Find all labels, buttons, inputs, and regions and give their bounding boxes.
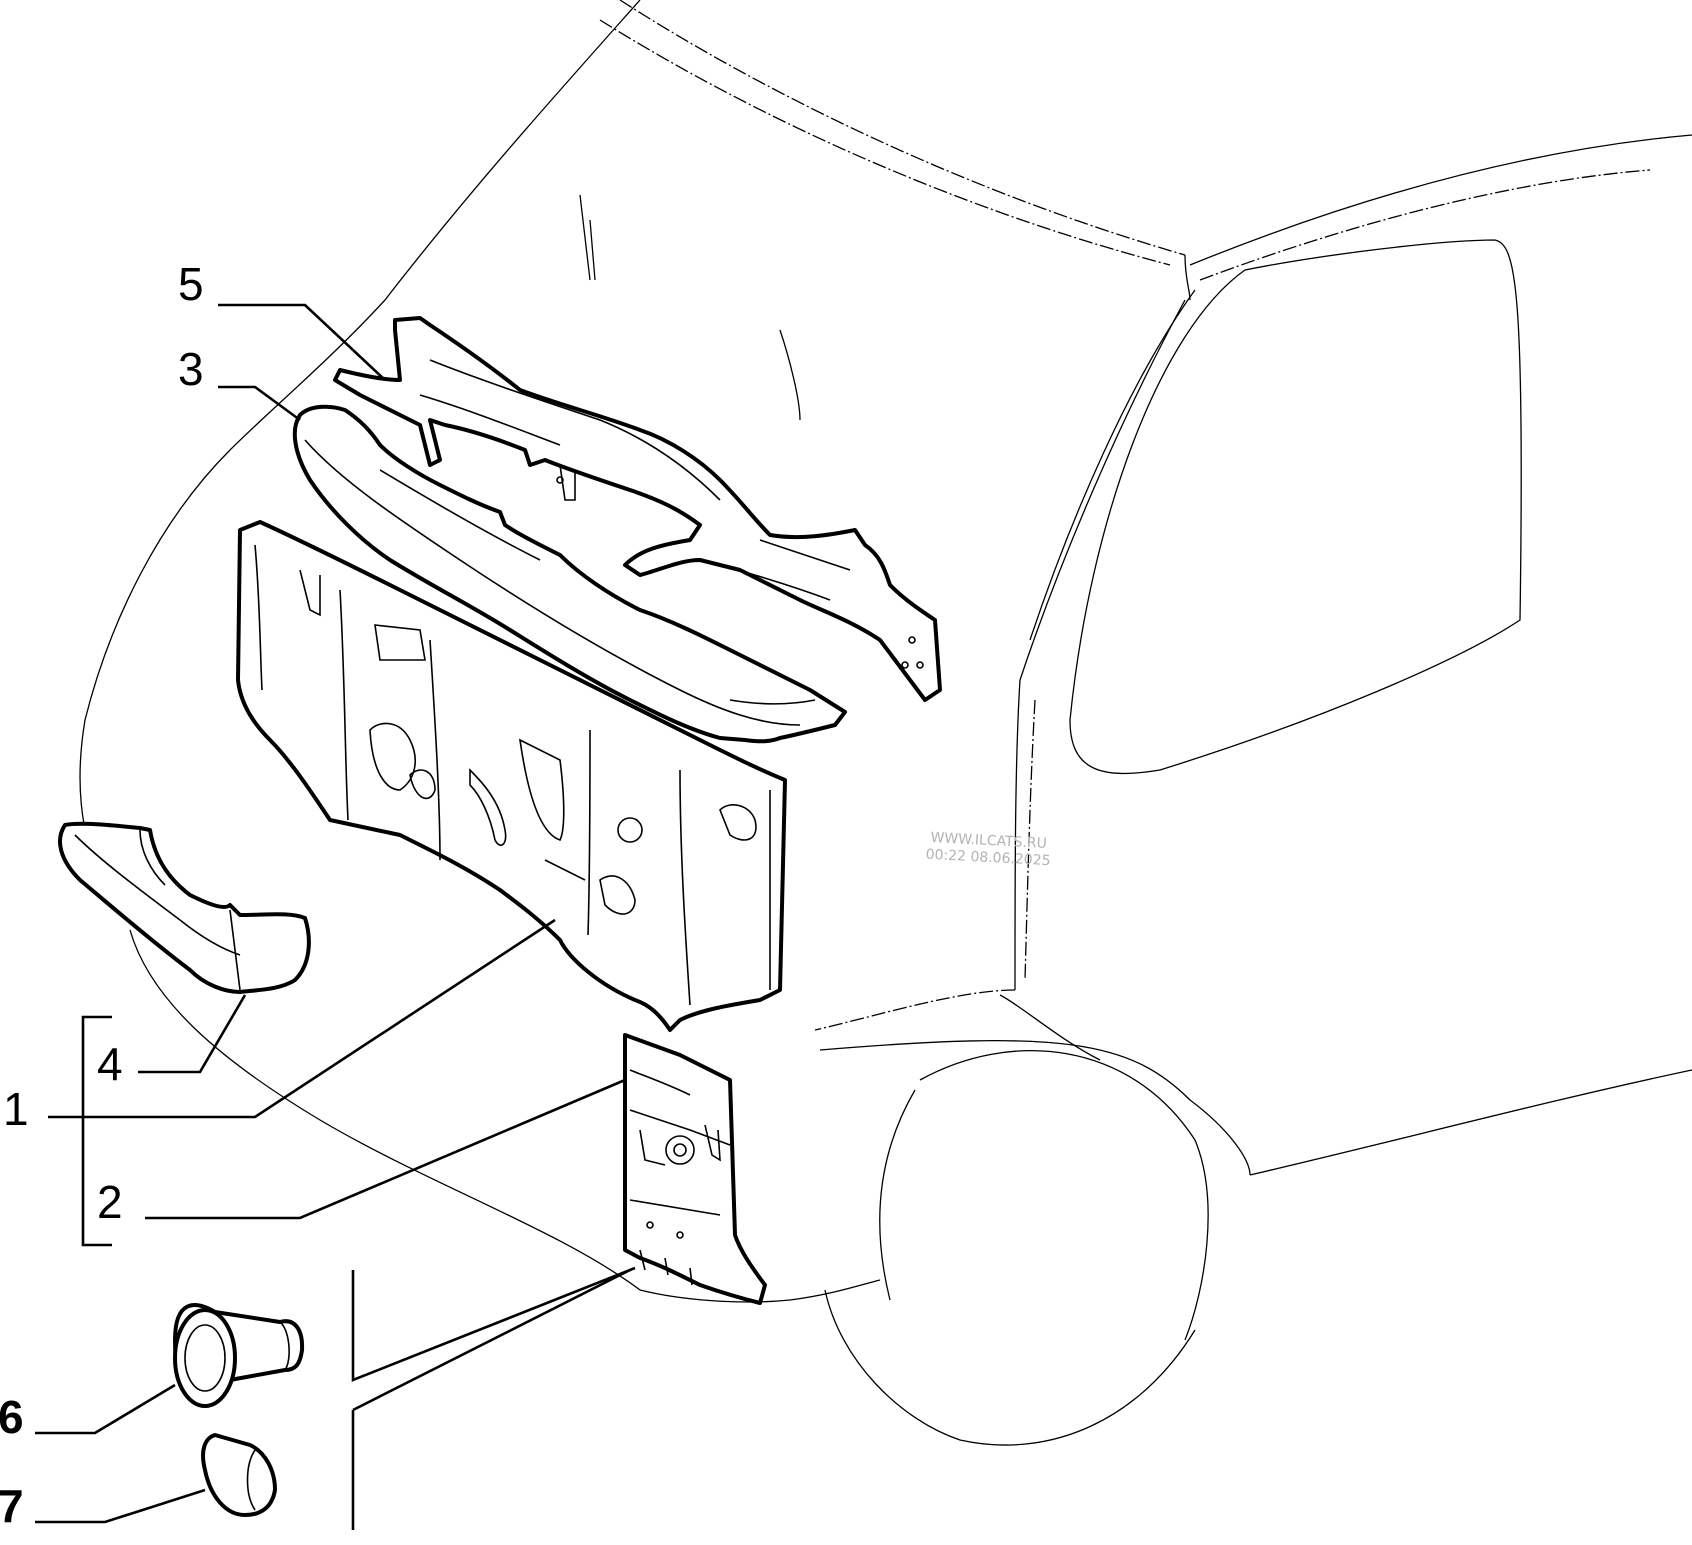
part-5-upper-crossmember [333, 316, 942, 702]
callout-1: 1 [3, 1083, 29, 1135]
watermark-url: WWW.ILCATS.RU [930, 830, 1047, 852]
part-4-side-bracket [58, 821, 311, 994]
part-3-lower-crossmember [292, 404, 847, 744]
vehicle-outline [79, 0, 1692, 1446]
part-2-lower-plate [623, 1033, 767, 1305]
callout-7: 7 [0, 1480, 24, 1532]
part-1-bulkhead-panel [236, 520, 787, 1032]
callout-2: 2 [97, 1176, 123, 1228]
callout-6: 6 [0, 1391, 24, 1443]
callout-4: 4 [97, 1038, 123, 1090]
part-6-plug [173, 1303, 305, 1408]
watermark: WWW.ILCATS.RU 00:22 08.06.2025 [925, 830, 1051, 870]
leader-lines [35, 303, 636, 1530]
callout-5: 5 [178, 258, 204, 310]
callout-3: 3 [178, 343, 204, 395]
callout-labels: 5 3 4 1 2 6 7 [0, 258, 204, 1532]
part-7-cap-plug [201, 1433, 277, 1517]
watermark-timestamp: 00:22 08.06.2025 [925, 847, 1051, 870]
